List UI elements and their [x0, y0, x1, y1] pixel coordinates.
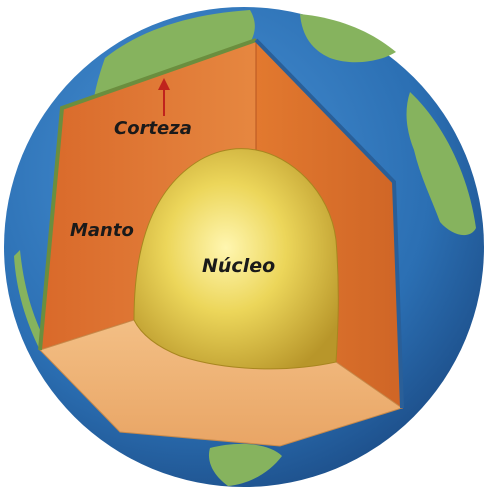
label-crust: Corteza [114, 118, 192, 139]
continent-europe-africa [406, 92, 476, 236]
continent-west-coast [14, 250, 48, 350]
crust-edge-left [38, 38, 257, 351]
label-core: Núcleo [202, 255, 275, 277]
core-wedge [133, 148, 339, 370]
label-mantle: Manto [70, 220, 134, 241]
continent-south-america [208, 443, 282, 486]
crust-edge-right [254, 38, 404, 409]
continent-greenland [300, 14, 396, 63]
crust-arrow-head [158, 78, 170, 90]
